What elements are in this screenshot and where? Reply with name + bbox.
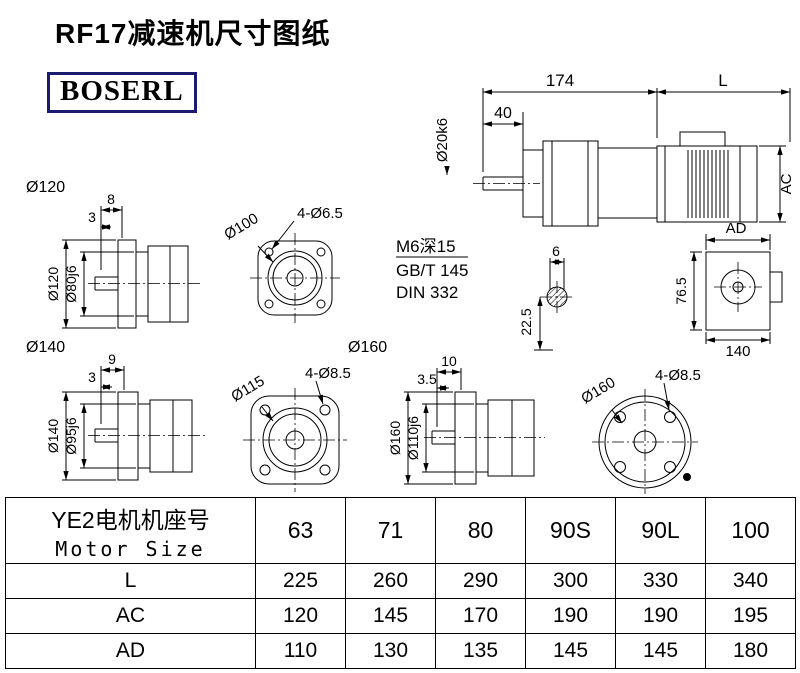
dim-3-label: 3 bbox=[88, 209, 96, 225]
d140-dia-label: Ø140 bbox=[45, 419, 61, 453]
dim-6-label: 6 bbox=[552, 243, 560, 259]
cell-AD-63: 110 bbox=[255, 633, 346, 669]
shaft-dia-label: Ø20k6 bbox=[434, 118, 451, 162]
dim-ad-label: AD bbox=[726, 220, 747, 237]
flange-95-front-view: 4-Ø8.5 Ø115 bbox=[228, 365, 351, 492]
cell-L-100: 340 bbox=[705, 563, 796, 599]
d80j6-dia-label: Ø80j6 bbox=[63, 265, 79, 303]
header-en: Motor Size bbox=[55, 536, 206, 561]
dim-140-label: 140 bbox=[725, 343, 750, 360]
motor-dimension-table: YE2电机机座号 Motor Size 63 71 80 90S 90L 100… bbox=[5, 497, 796, 669]
cell-AD-80: 135 bbox=[435, 633, 526, 669]
d95j6-dia-label: Ø95j6 bbox=[63, 417, 79, 455]
cell-AC-90s: 190 bbox=[525, 598, 616, 634]
flange-110-side-view: Ø160 10 3.5 Ø160 Ø110j6 bbox=[348, 339, 545, 485]
motor-side-view: 174 L 40 Ø20k6 AC bbox=[434, 71, 795, 227]
dim-22_5-label: 22.5 bbox=[518, 308, 534, 335]
cell-AC-90l: 190 bbox=[615, 598, 706, 634]
flange-110-front-view: 4-Ø8.5 Ø160 bbox=[578, 367, 701, 494]
motor-size-header: YE2电机机座号 Motor Size bbox=[5, 497, 256, 564]
flange-80-front-view: 4-Ø6.5 Ø100 bbox=[221, 205, 343, 323]
table-row-L: L 225 260 290 300 330 340 bbox=[5, 563, 796, 599]
cell-AC-80: 170 bbox=[435, 598, 526, 634]
note-gbt145-label: GB/T 145 bbox=[396, 261, 468, 280]
dim-3b-label: 3 bbox=[88, 369, 96, 385]
cell-AC-63: 120 bbox=[255, 598, 346, 634]
d110j6-dia-label: Ø110j6 bbox=[405, 416, 421, 460]
column-header-80: 80 bbox=[435, 497, 526, 564]
dim-8-label: 8 bbox=[107, 191, 115, 207]
shaft-tap-notes: M6深15 GB/T 145 DIN 332 bbox=[396, 237, 468, 302]
table-header-row: YE2电机机座号 Motor Size 63 71 80 90S 90L 100 bbox=[5, 497, 796, 564]
note-m6-label: M6深15 bbox=[396, 237, 456, 256]
leader-dot bbox=[683, 473, 691, 481]
dim-40-label: 40 bbox=[494, 105, 512, 122]
flange-80-side-view: Ø120 8 3 Ø120 Ø80j6 bbox=[26, 179, 200, 329]
brand-logo-text: BOSERL bbox=[60, 75, 184, 107]
cell-AD-100: 180 bbox=[705, 633, 796, 669]
header-cn: YE2电机机座号 bbox=[51, 506, 210, 533]
row-label-AC: AC bbox=[5, 598, 256, 634]
holes-8_5b-label: 4-Ø8.5 bbox=[655, 367, 701, 384]
cell-L-90l: 330 bbox=[615, 563, 706, 599]
d120-dia-label: Ø120 bbox=[45, 267, 61, 301]
dim-10-label: 10 bbox=[441, 353, 457, 369]
cell-L-80: 290 bbox=[435, 563, 526, 599]
dim-9-label: 9 bbox=[108, 351, 116, 367]
dim-76-label: 76.5 bbox=[673, 277, 689, 304]
holes-8_5-label: 4-Ø8.5 bbox=[305, 365, 351, 382]
column-header-90l: 90L bbox=[615, 497, 706, 564]
dim-174-label: 174 bbox=[546, 71, 574, 90]
row-label-L: L bbox=[5, 563, 256, 599]
row-label-AD: AD bbox=[5, 633, 256, 669]
cell-L-90s: 300 bbox=[525, 563, 616, 599]
dim-3_5-label: 3.5 bbox=[417, 371, 437, 387]
section-d140-label: Ø140 bbox=[26, 339, 65, 356]
note-din332-label: DIN 332 bbox=[396, 283, 458, 302]
d115-bolt-circle-label: Ø115 bbox=[228, 373, 267, 406]
page-title: RF17减速机尺寸图纸 bbox=[55, 18, 331, 49]
dim-l-label: L bbox=[718, 71, 727, 90]
output-top-view: AD 76.5 140 bbox=[673, 220, 783, 360]
cell-AD-90l: 145 bbox=[615, 633, 706, 669]
d160-dia-label: Ø160 bbox=[387, 421, 403, 455]
section-d160-label: Ø160 bbox=[348, 339, 387, 356]
cell-AC-71: 145 bbox=[345, 598, 436, 634]
technical-drawing: 174 L 40 Ø20k6 AC bbox=[26, 71, 795, 494]
table-row-AD: AD 110 130 135 145 145 180 bbox=[5, 633, 796, 669]
column-header-71: 71 bbox=[345, 497, 436, 564]
shaft-end-view: 6 22.5 bbox=[518, 243, 574, 351]
column-header-90s: 90S bbox=[525, 497, 616, 564]
section-d120-label: Ø120 bbox=[26, 179, 65, 196]
cell-AD-71: 130 bbox=[345, 633, 436, 669]
table-row-AC: AC 120 145 170 190 190 195 bbox=[5, 598, 796, 634]
cell-AC-100: 195 bbox=[705, 598, 796, 634]
holes-6_5-label: 4-Ø6.5 bbox=[297, 205, 343, 222]
d100-bolt-circle-label: Ø100 bbox=[221, 210, 261, 243]
column-header-100: 100 bbox=[705, 497, 796, 564]
column-header-63: 63 bbox=[255, 497, 346, 564]
d160-bolt-circle-label: Ø160 bbox=[578, 374, 618, 407]
cell-AD-90s: 145 bbox=[525, 633, 616, 669]
cell-L-71: 260 bbox=[345, 563, 436, 599]
flange-95-side-view: Ø140 9 3 Ø140 Ø95j6 bbox=[26, 339, 205, 481]
brand-logo: BOSERL bbox=[47, 72, 197, 113]
dim-ac-label: AC bbox=[778, 173, 795, 194]
cell-L-63: 225 bbox=[255, 563, 346, 599]
